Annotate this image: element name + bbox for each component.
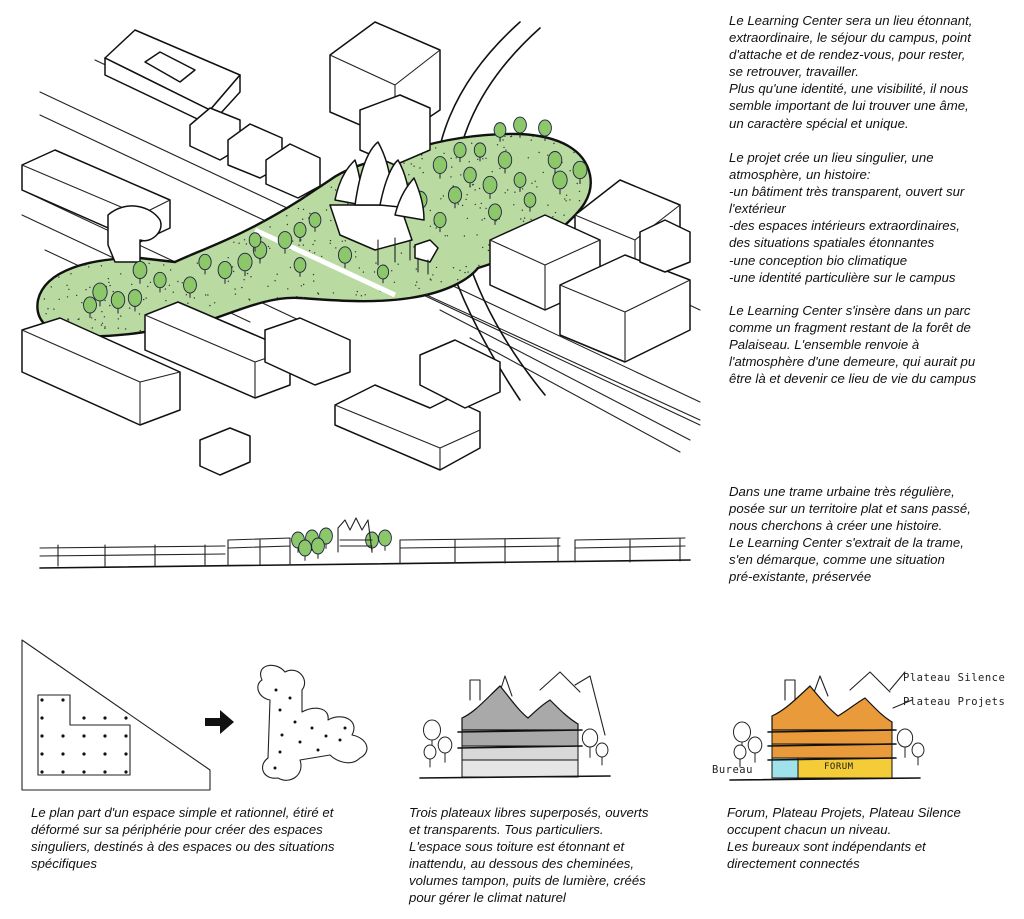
tree-outline (896, 728, 914, 758)
tree (497, 151, 513, 174)
tree-outline (437, 736, 453, 763)
tree (453, 141, 467, 163)
tree (217, 260, 233, 284)
gray-section-diagram (419, 671, 611, 779)
tree (110, 291, 126, 314)
tree (132, 260, 148, 284)
tree (488, 203, 502, 225)
tree (198, 253, 212, 275)
trame-paragraph: Dans une trame urbaine très régulière, p… (729, 484, 971, 585)
tree (473, 142, 487, 162)
parc-paragraph: Le Learning Center s'insère dans un parc… (729, 303, 977, 387)
bureau-label: Bureau (712, 764, 753, 776)
tree (482, 175, 498, 199)
projet-paragraph: Le projet crée un lieu singulier, une at… (729, 150, 965, 285)
tree (127, 289, 143, 312)
plan-diagram (21, 639, 368, 791)
buildings (21, 21, 691, 476)
park-trees (83, 116, 588, 318)
tree-outline (423, 744, 437, 768)
tree (378, 529, 392, 551)
tree (572, 160, 588, 184)
tree (298, 539, 312, 561)
tree (308, 212, 322, 232)
plateau-silence-label: Plateau Silence (903, 672, 1006, 684)
section-building (337, 517, 373, 553)
tree (513, 116, 527, 138)
plateau-projets-label: Plateau Projets (903, 696, 1006, 708)
intro-paragraph: Le Learning Center sera un lieu étonnant… (729, 13, 973, 131)
tree (376, 264, 390, 284)
arrow-right-icon (205, 710, 234, 734)
tree (311, 537, 325, 559)
tree (463, 166, 477, 188)
tree (432, 156, 448, 179)
tree (277, 231, 293, 254)
tree (248, 232, 262, 252)
tree-outline (747, 736, 763, 763)
tree-outline (595, 742, 609, 766)
learning-center-building (329, 141, 439, 275)
forum-caption: Forum, Plateau Projets, Plateau Silence … (727, 805, 961, 872)
tree-outline (733, 744, 747, 768)
tree-outline (733, 721, 751, 754)
tree-outline (911, 742, 925, 766)
color-section-diagram (729, 671, 925, 781)
plan-caption: Le plan part d'un espace simple et ratio… (31, 805, 335, 872)
forum-label: FORUM (824, 762, 854, 772)
tree (237, 252, 253, 277)
aerial-view-sketch (21, 21, 701, 476)
tree (523, 192, 537, 212)
tree (538, 119, 552, 141)
tree (183, 276, 197, 298)
tree (547, 151, 563, 174)
tree (83, 296, 97, 318)
tree (337, 246, 353, 269)
plateaux-caption: Trois plateaux libres superposés, ouvert… (409, 805, 649, 906)
section-sketch (39, 517, 691, 569)
tree-outline (581, 728, 599, 758)
tree (513, 172, 527, 192)
tree (433, 211, 447, 233)
tree (153, 271, 167, 293)
tree (447, 186, 463, 209)
tree (92, 282, 108, 307)
tree (293, 257, 307, 277)
tree (293, 222, 307, 243)
tree (493, 122, 507, 142)
tree (552, 170, 568, 195)
section-trees (291, 527, 392, 561)
tree-outline (423, 719, 441, 752)
